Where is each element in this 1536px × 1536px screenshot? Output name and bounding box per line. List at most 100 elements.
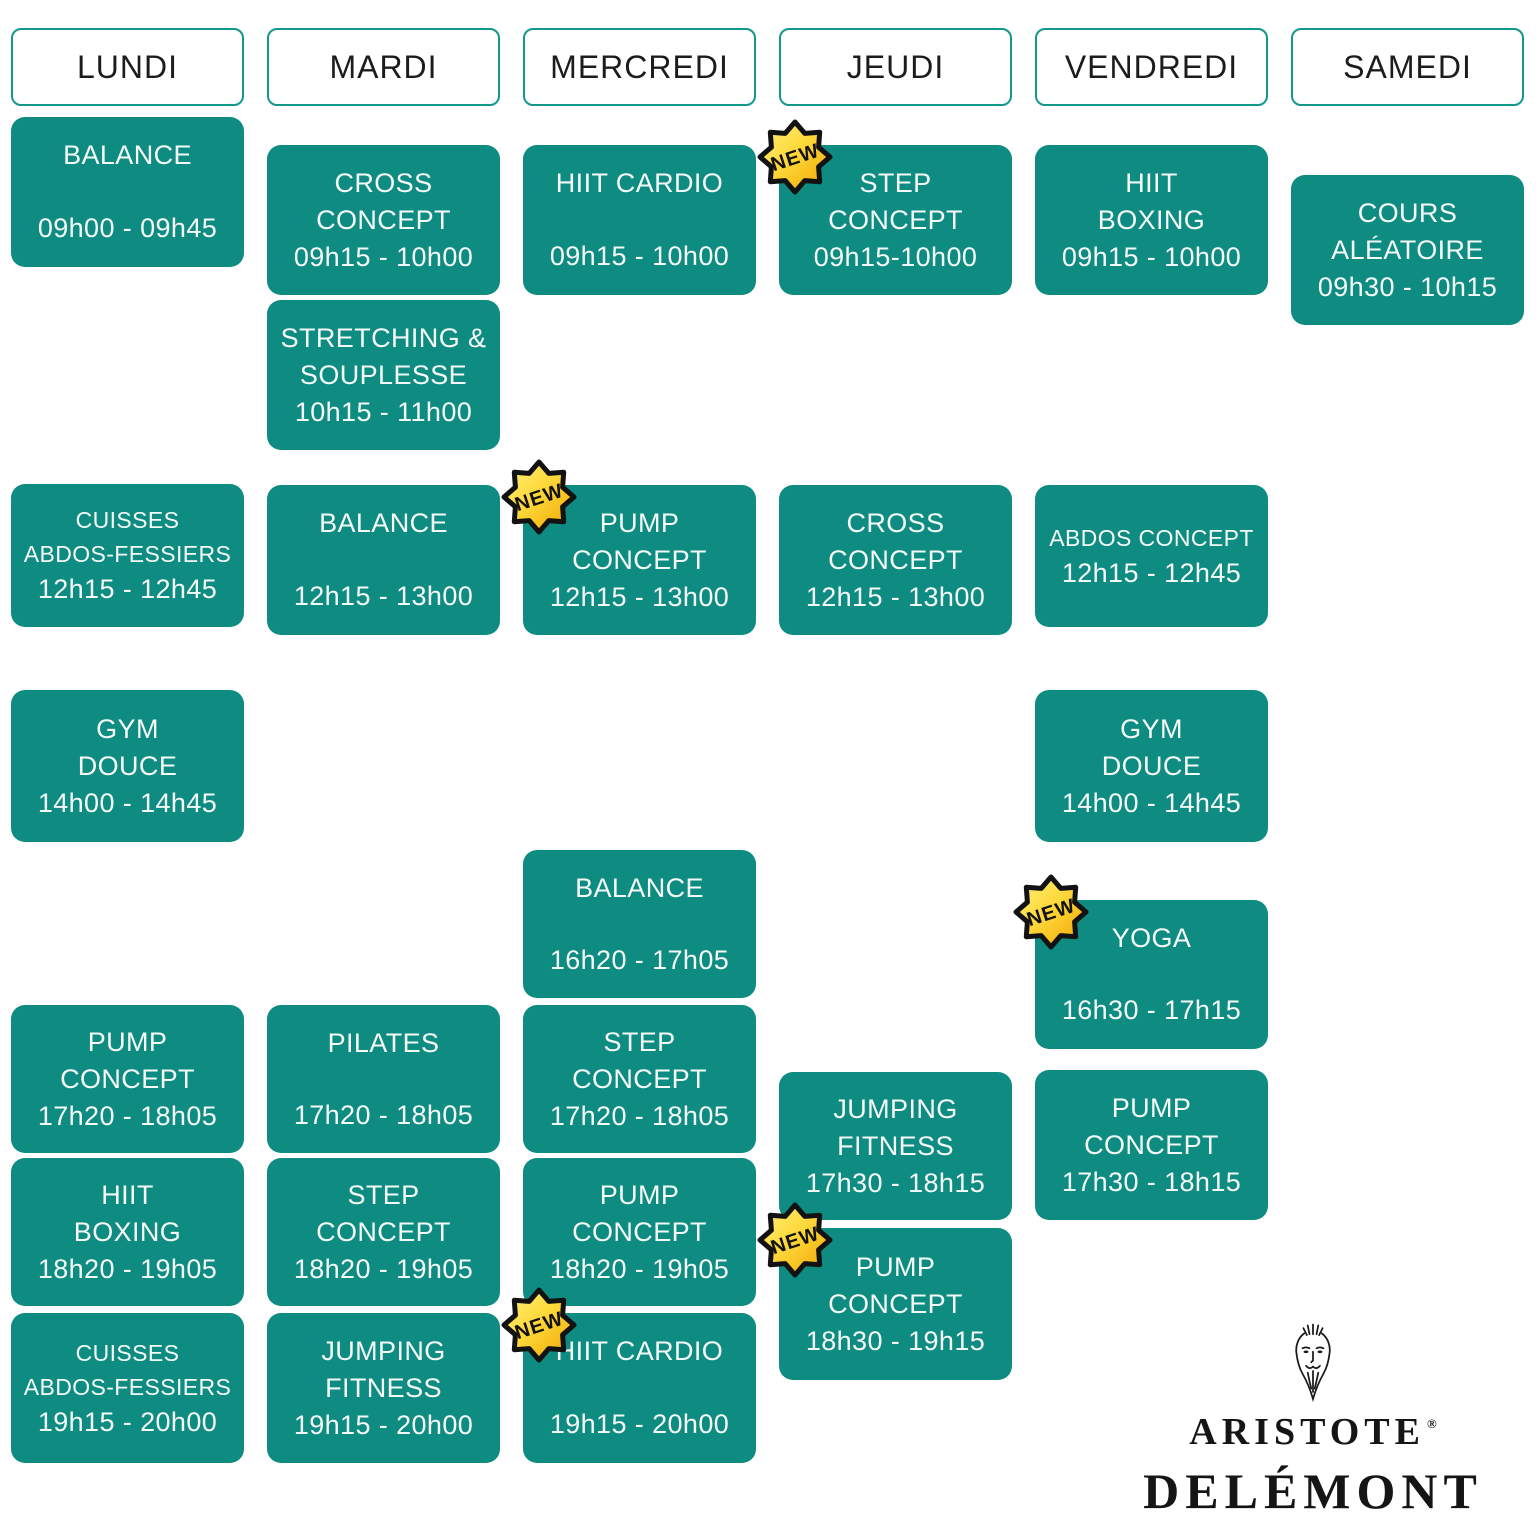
class-name: ABDOS-FESSIERS — [23, 541, 232, 567]
class-card-hiit-boxing: HIIT BOXING 09h15 - 10h00 — [1035, 145, 1268, 295]
day-header-mardi: MARDI — [267, 28, 500, 106]
class-name: CONCEPT — [316, 204, 451, 235]
svg-text:NEW: NEW — [768, 1223, 822, 1259]
class-name: HIIT CARDIO — [555, 168, 724, 198]
class-name: PUMP — [599, 1179, 680, 1210]
class-time: 09h30 - 10h15 — [1317, 271, 1498, 302]
class-name: FITNESS — [325, 1372, 442, 1403]
class-name: HIIT — [101, 1179, 154, 1210]
class-name: CONCEPT — [572, 1216, 707, 1247]
class-name: DOUCE — [1101, 750, 1202, 781]
class-name: FITNESS — [837, 1130, 954, 1161]
day-header-lundi: LUNDI — [11, 28, 244, 106]
new-badge-icon: NEW — [755, 117, 835, 197]
class-time: 19h15 - 20h00 — [37, 1406, 218, 1437]
class-card-pump-concept: PUMP CONCEPT 17h20 - 18h05 — [11, 1005, 244, 1153]
class-time: 18h20 - 19h05 — [293, 1253, 474, 1284]
class-name: CONCEPT — [1084, 1129, 1219, 1160]
class-time: 09h15 - 10h00 — [293, 241, 474, 272]
brand-city: DELÉMONT — [1143, 1463, 1483, 1519]
class-name: DOUCE — [77, 750, 178, 781]
class-name: BALANCE — [575, 872, 704, 903]
class-time: 18h20 - 19h05 — [549, 1253, 730, 1284]
class-name: CONCEPT — [828, 544, 963, 575]
class-time: 17h30 - 18h15 — [805, 1167, 986, 1198]
class-name: STEP — [603, 1026, 676, 1057]
class-time: 18h30 - 19h15 — [805, 1325, 986, 1356]
class-time: 09h15-10h00 — [813, 241, 978, 272]
class-name: GYM — [96, 713, 159, 744]
class-time: 12h15 - 13h00 — [805, 581, 986, 612]
class-card-jumping-fitness: JUMPING FITNESS 17h30 - 18h15 — [779, 1072, 1012, 1220]
class-name: COURS — [1357, 197, 1458, 228]
class-card-gym-douce: GYM DOUCE 14h00 - 14h45 — [11, 690, 244, 842]
class-name: BOXING — [73, 1216, 182, 1247]
day-header-jeudi: JEUDI — [779, 28, 1012, 106]
class-name: SOUPLESSE — [299, 359, 468, 390]
brand-logo: ARISTOTE® DELÉMONT — [1123, 1322, 1503, 1520]
class-time: 09h15 - 10h00 — [1061, 241, 1242, 272]
class-name: PUMP — [599, 507, 680, 538]
class-card-cuisses-abdos-fessiers: CUISSES ABDOS-FESSIERS 19h15 - 20h00 — [11, 1313, 244, 1463]
class-name: CONCEPT — [316, 1216, 451, 1247]
class-time: 12h15 - 12h45 — [37, 574, 218, 604]
day-header-vendredi: VENDREDI — [1035, 28, 1268, 106]
class-card-yoga: YOGA 16h30 - 17h15 NEW — [1013, 874, 1268, 1049]
class-name: STEP — [347, 1179, 420, 1210]
class-time: 17h20 - 18h05 — [549, 1100, 730, 1131]
class-name: PUMP — [1111, 1092, 1192, 1123]
class-card-pump-concept: PUMP CONCEPT 18h20 - 19h05 — [523, 1158, 756, 1306]
svg-text:NEW: NEW — [1024, 895, 1078, 931]
new-badge-icon: NEW — [499, 457, 579, 537]
class-name: JUMPING — [321, 1335, 446, 1366]
class-time: 14h00 - 14h45 — [37, 787, 218, 818]
class-name: HIIT — [1125, 167, 1178, 198]
class-name: CONCEPT — [828, 1288, 963, 1319]
class-name: CROSS — [334, 167, 433, 198]
brand-name-text: ARISTOTE — [1189, 1411, 1425, 1453]
day-header-samedi: SAMEDI — [1291, 28, 1524, 106]
class-name: BALANCE — [63, 140, 192, 170]
class-name: HIIT CARDIO — [555, 1336, 724, 1366]
class-name: CROSS — [846, 507, 945, 538]
class-time: 17h20 - 18h05 — [293, 1099, 474, 1130]
class-name: ALÉATOIRE — [1331, 234, 1484, 265]
class-name: YOGA — [1111, 922, 1192, 953]
class-name: JUMPING — [833, 1093, 958, 1124]
class-card-pilates: PILATES 17h20 - 18h05 — [267, 1005, 500, 1153]
class-card-hiit-cardio: HIIT CARDIO 09h15 - 10h00 — [523, 145, 756, 295]
class-time: 09h15 - 10h00 — [549, 241, 730, 271]
class-time: 14h00 - 14h45 — [1061, 787, 1242, 818]
class-name: PUMP — [87, 1026, 168, 1057]
class-name: ABDOS-FESSIERS — [23, 1373, 232, 1400]
class-name: CUISSES — [75, 1339, 180, 1366]
day-header-mercredi: MERCREDI — [523, 28, 756, 106]
class-name: CONCEPT — [60, 1063, 195, 1094]
class-card-cross-concept: CROSS CONCEPT 09h15 - 10h00 — [267, 145, 500, 295]
class-name: ABDOS CONCEPT — [1049, 524, 1254, 551]
registered-mark: ® — [1427, 1416, 1437, 1431]
class-name: CONCEPT — [828, 204, 963, 235]
class-time: 10h15 - 11h00 — [294, 396, 473, 427]
class-name: BOXING — [1097, 204, 1206, 235]
class-card-step-concept: STEP CONCEPT 09h15-10h00 NEW — [757, 119, 1012, 295]
class-time: 17h20 - 18h05 — [37, 1100, 218, 1131]
class-time: 16h30 - 17h15 — [1061, 995, 1242, 1026]
class-name: PILATES — [327, 1027, 440, 1058]
class-name: STEP — [859, 167, 932, 198]
svg-text:NEW: NEW — [512, 480, 566, 516]
class-card-cours-aleatoire: COURS ALÉATOIRE 09h30 - 10h15 — [1291, 175, 1524, 325]
